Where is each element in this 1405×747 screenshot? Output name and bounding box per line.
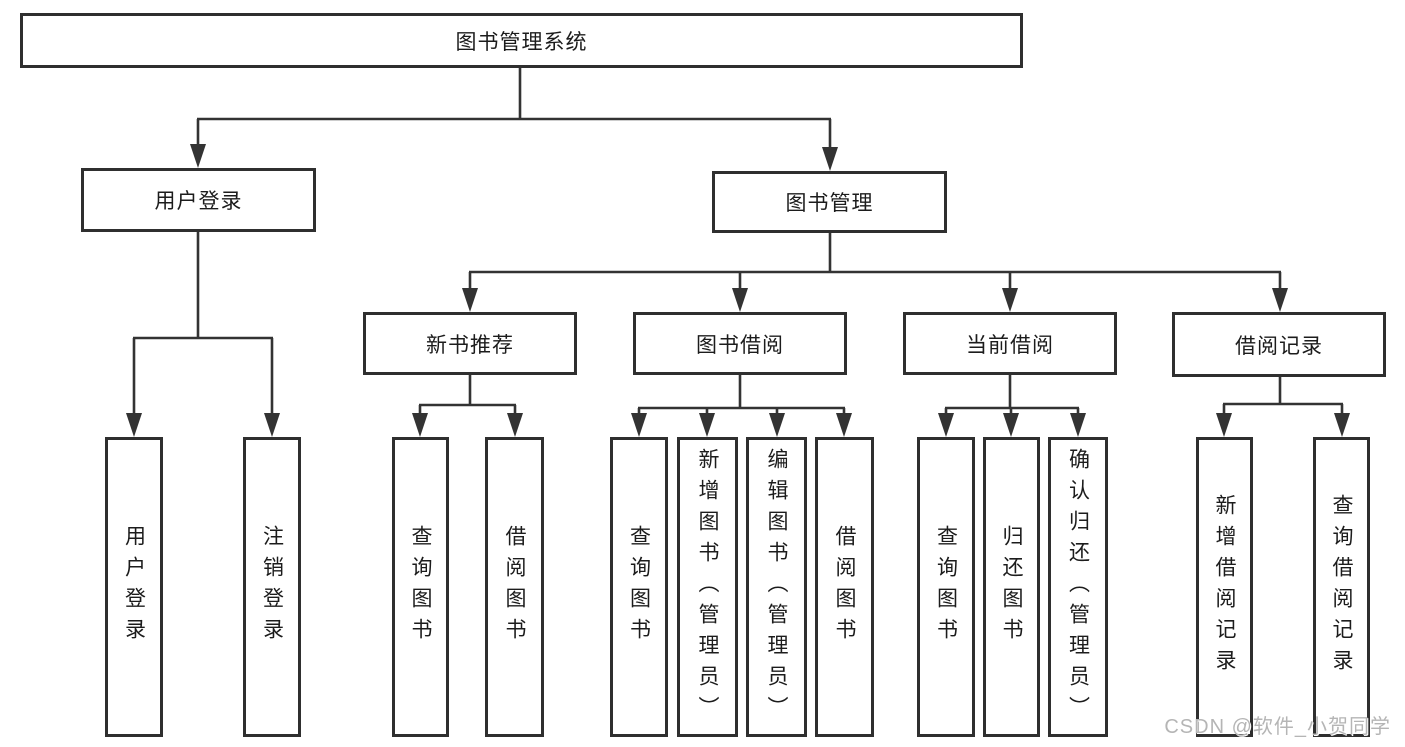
csdn-watermark: CSDN @软件_小贺同学 xyxy=(1164,716,1391,738)
leaf-borrow-query-books: 查询图书 xyxy=(610,437,668,737)
connector-root xyxy=(190,68,838,171)
node-borrow-records: 借阅记录 xyxy=(1172,312,1386,377)
connector-book-borrow xyxy=(631,375,852,437)
leaf-recommend-borrow-books: 借阅图书 xyxy=(485,437,544,737)
leaf-user-login: 用户登录 xyxy=(105,437,163,737)
leaf-add-borrow-record: 新增借阅记录 xyxy=(1196,437,1253,737)
connector-book-management xyxy=(462,233,1288,312)
leaf-edit-books-admin: 编辑图书（管理员） xyxy=(746,437,807,737)
leaf-borrow-books: 借阅图书 xyxy=(815,437,874,737)
connector-user-login xyxy=(126,232,280,437)
leaf-current-query-books: 查询图书 xyxy=(917,437,975,737)
leaf-query-borrow-record: 查询借阅记录 xyxy=(1313,437,1370,737)
leaf-logout: 注销登录 xyxy=(243,437,301,737)
node-new-book-recommend: 新书推荐 xyxy=(363,312,577,375)
connector-new-book-recommend xyxy=(412,375,523,437)
node-book-borrow: 图书借阅 xyxy=(633,312,847,375)
node-current-borrow: 当前借阅 xyxy=(903,312,1117,375)
node-root: 图书管理系统 xyxy=(20,13,1023,68)
leaf-confirm-return-admin: 确认归还（管理员） xyxy=(1048,437,1108,737)
connector-current-borrow xyxy=(938,375,1086,437)
leaf-recommend-query-books: 查询图书 xyxy=(392,437,449,737)
node-book-management: 图书管理 xyxy=(712,171,947,233)
leaf-add-books-admin: 新增图书（管理员） xyxy=(677,437,738,737)
leaf-return-books: 归还图书 xyxy=(983,437,1040,737)
connector-borrow-records xyxy=(1216,377,1350,437)
node-user-login: 用户登录 xyxy=(81,168,316,232)
